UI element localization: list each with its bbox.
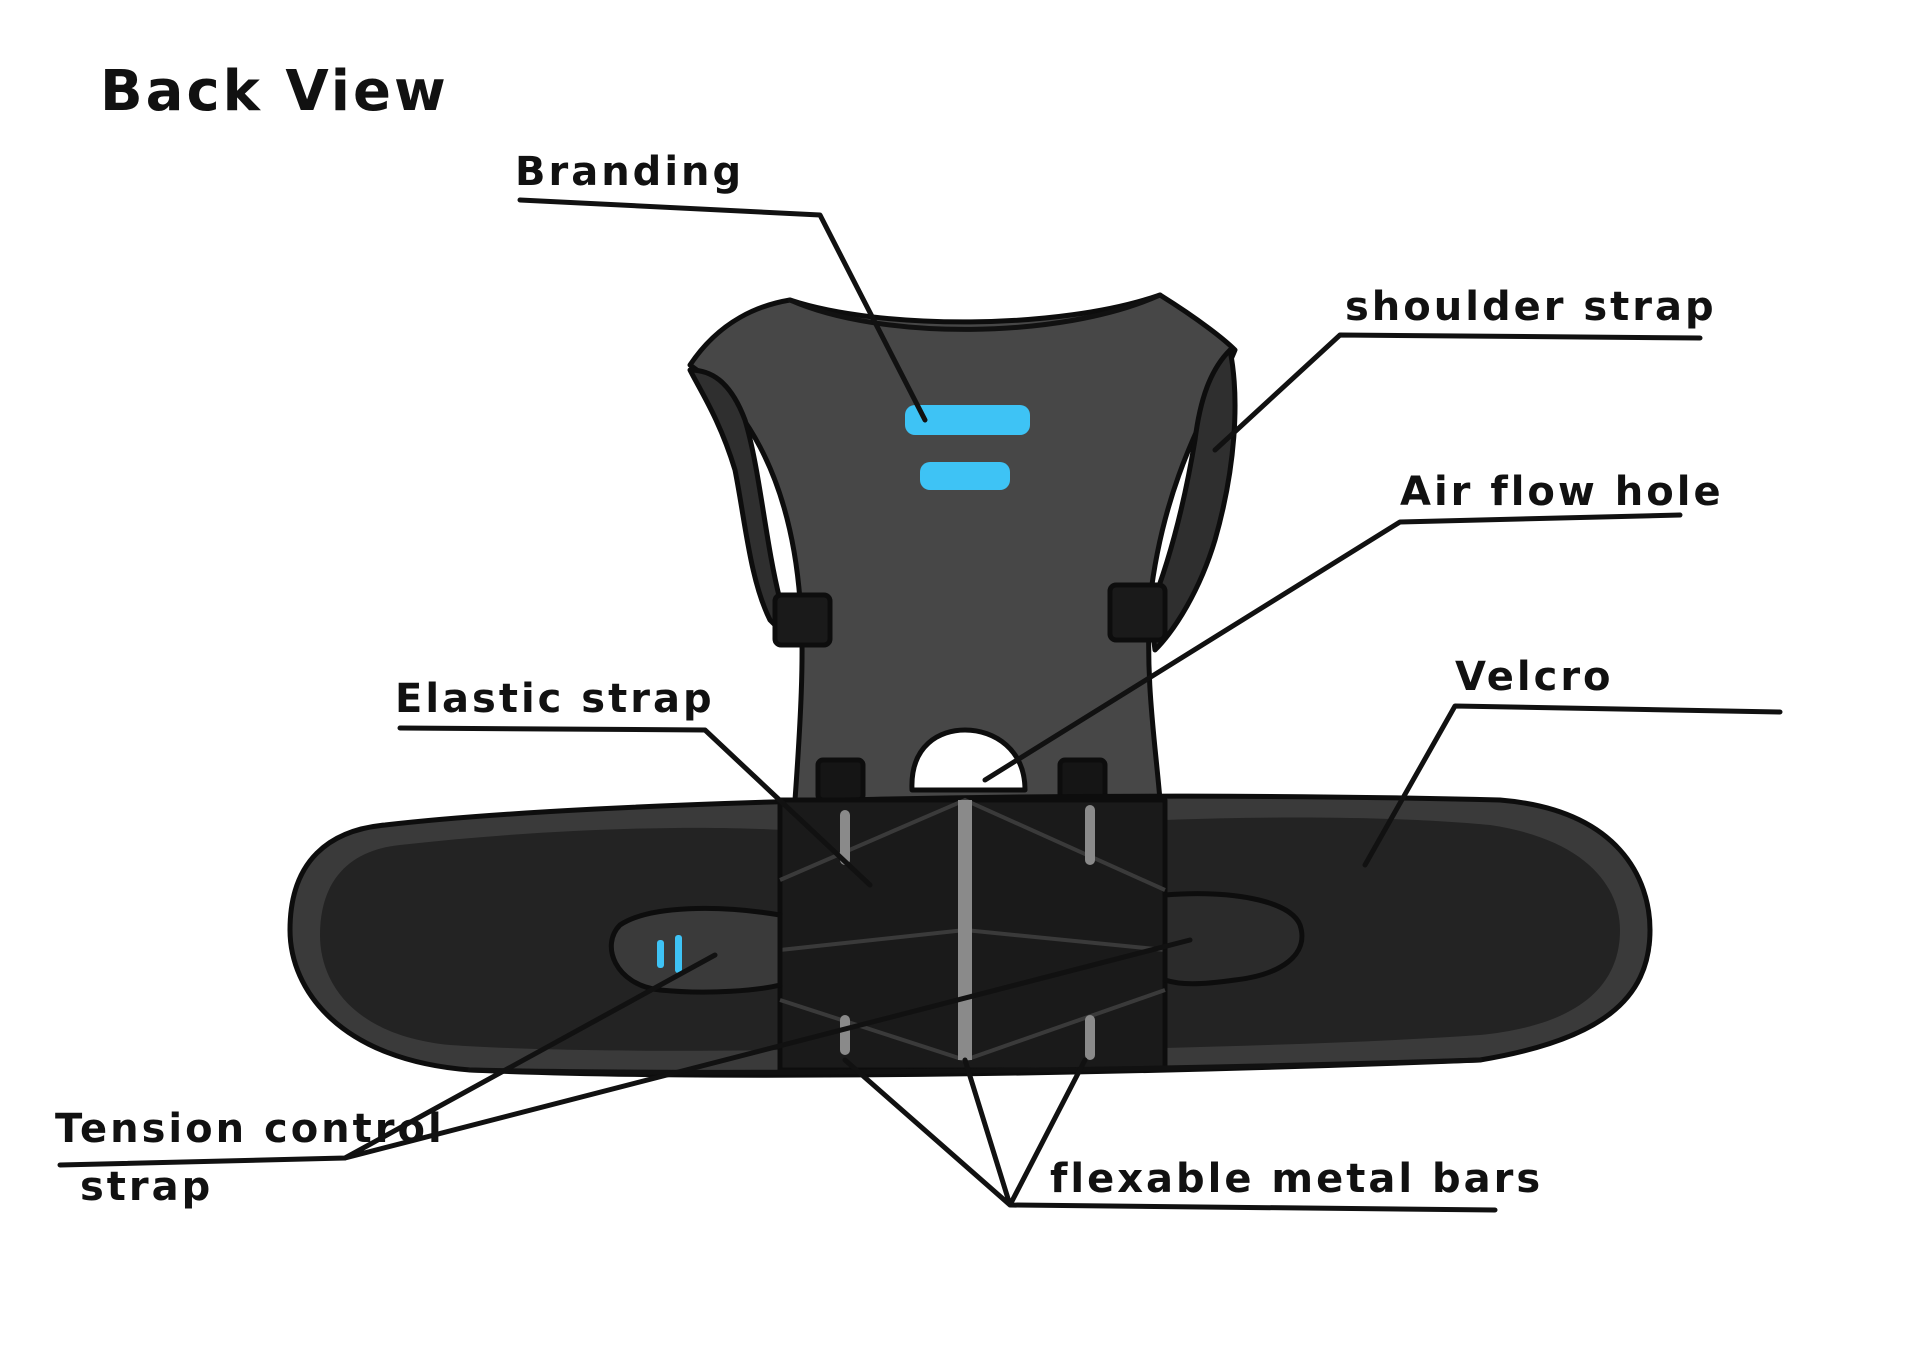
label-flexable-metal-bars: flexable metal bars (1050, 1156, 1543, 1202)
velcro-leader (1362, 703, 1783, 868)
shoulder-strap-leader (1212, 332, 1703, 453)
right-strap-buckle (1107, 582, 1168, 643)
metal-bars-leader (842, 1057, 1498, 1213)
left-strap-buckle (772, 592, 833, 648)
belt (287, 793, 1653, 1078)
left-waist-clip (815, 757, 866, 803)
label-branding: Branding (515, 149, 744, 195)
tension-accent-2 (675, 935, 682, 973)
branding-stripe-top (905, 405, 1030, 435)
tension-accent-1 (657, 940, 664, 968)
tension-pad-right (1162, 891, 1305, 987)
tension-control-leader (57, 937, 1193, 1168)
label-velcro: Velcro (1455, 654, 1614, 700)
velcro-pad-left (320, 827, 780, 1051)
tension-pad-left (608, 905, 783, 995)
label-shoulder-strap: shoulder strap (1345, 284, 1717, 330)
label-air-flow-hole: Air flow hole (1400, 469, 1724, 515)
right-shoulder-strap (1147, 347, 1238, 653)
diagram-title: Back View (100, 59, 449, 124)
vest-neckline (787, 292, 1163, 332)
label-elastic-strap: Elastic strap (395, 676, 715, 722)
air-flow-leader (982, 512, 1683, 783)
label-tension-control-line1: Tension control (55, 1106, 445, 1152)
elastic-strap-leader (397, 725, 873, 888)
branding-leader (517, 197, 928, 423)
branding-stripe-bottom (920, 462, 1010, 490)
velcro-pad-right (1165, 817, 1620, 1048)
leader-lines (57, 197, 1783, 1213)
belt-bottom-edge (467, 1057, 1483, 1075)
vest-back (687, 292, 1238, 803)
label-tension-control-line2: strap (80, 1164, 213, 1210)
